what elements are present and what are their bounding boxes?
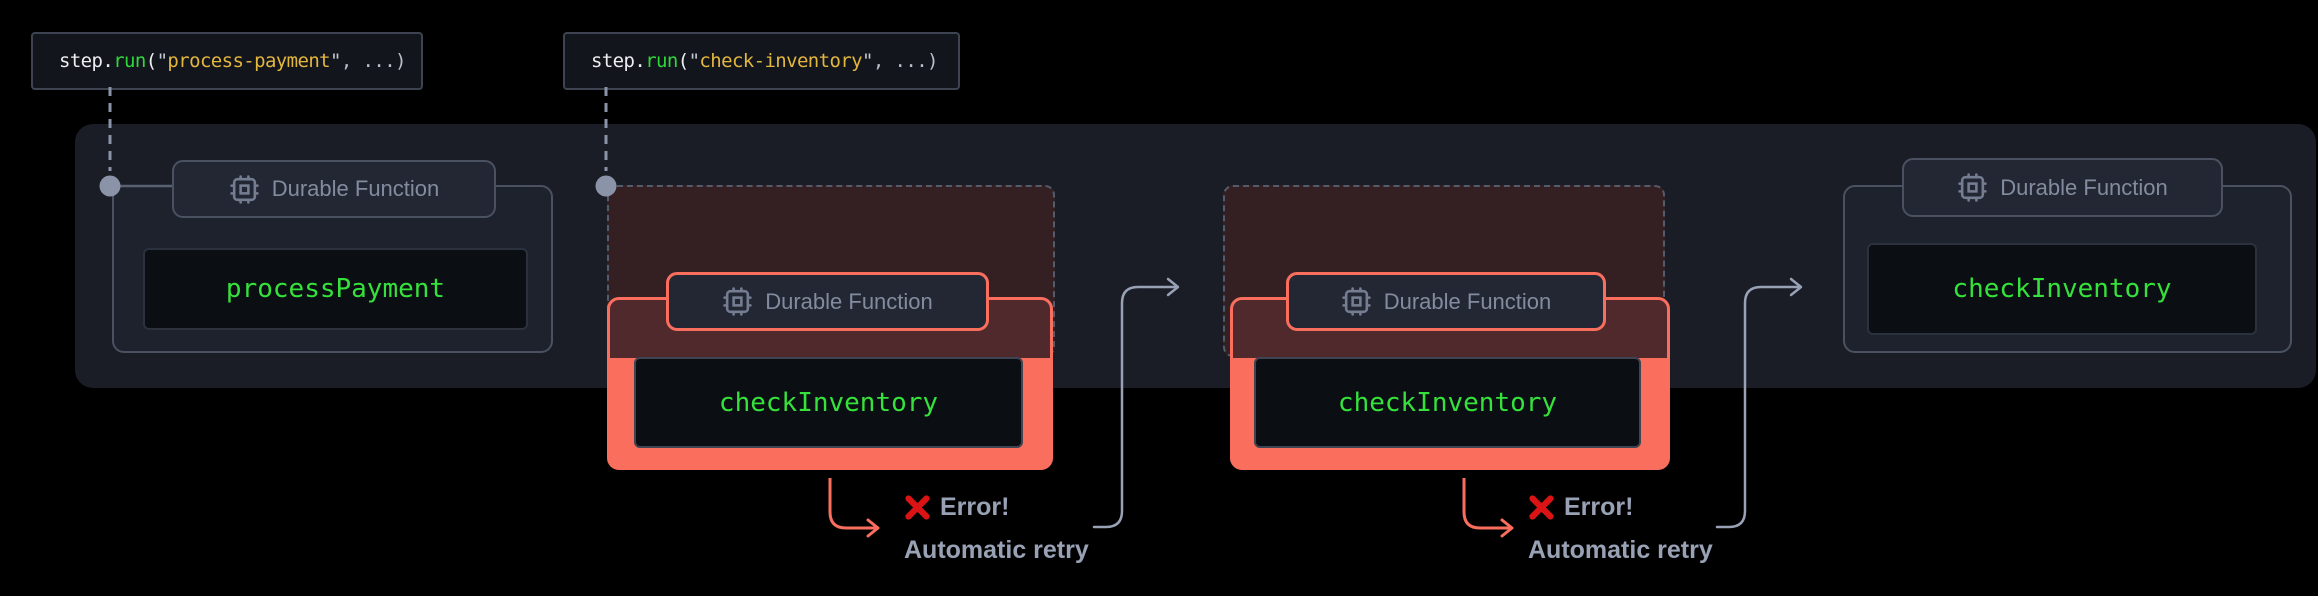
cpu-chip-icon: [1342, 287, 1371, 316]
retry-arrow: [1092, 277, 1180, 529]
badge-label: Durable Function: [765, 288, 933, 314]
badge-label: Durable Function: [1383, 288, 1552, 314]
error-row: Error!: [1528, 492, 1808, 522]
function-name: checkInventory: [1952, 274, 2172, 304]
x-mark-icon: [1529, 494, 1554, 520]
x-mark-icon: [905, 494, 930, 520]
code-token: run: [645, 50, 678, 72]
connector-dot: [595, 175, 617, 197]
durable-function-badge-failed: Durable Function: [666, 272, 989, 331]
code-token: (: [677, 50, 689, 72]
step-run-label-process-payment: step.run("process-payment", ...): [31, 32, 423, 90]
code-token: .: [102, 50, 114, 72]
step-run-label-check-inventory: step.run("check-inventory", ...): [563, 32, 960, 90]
error-arrow: [828, 478, 880, 538]
retry-arrow: [1715, 277, 1803, 529]
cpu-chip-icon: [230, 174, 259, 204]
code-token: , ...): [340, 50, 407, 72]
error-annotation: Error! Automatic retry: [904, 492, 1184, 565]
code-token: (: [145, 50, 157, 72]
cpu-chip-icon: [723, 287, 752, 316]
code-token: check-inventory: [699, 50, 863, 72]
code-token: ": [688, 50, 700, 72]
function-name-code: processPayment: [143, 248, 528, 330]
code-token: ": [330, 50, 341, 72]
function-name-code: checkInventory: [1254, 357, 1641, 448]
badge-label: Durable Function: [2000, 174, 2168, 200]
cpu-chip-icon: [1958, 173, 1987, 202]
leader-line-check-inventory: [595, 87, 617, 197]
leader-line-process-payment: [99, 87, 176, 197]
error-arrow: [1462, 478, 1514, 538]
code-token: process-payment: [167, 50, 331, 72]
function-name: checkInventory: [1337, 387, 1558, 418]
code-token: run: [113, 50, 146, 72]
code-token: .: [634, 50, 646, 72]
error-label: Error!: [1564, 492, 1634, 521]
code-token: ": [156, 50, 168, 72]
badge-label: Durable Function: [271, 176, 440, 201]
error-row: Error!: [904, 492, 1184, 522]
error-label: Error!: [940, 492, 1010, 521]
durable-function-badge: Durable Function: [1902, 158, 2223, 217]
code-token: ": [862, 50, 873, 72]
retry-label: Automatic retry: [904, 536, 1089, 564]
durable-function-badge-failed: Durable Function: [1286, 272, 1606, 331]
durable-function-badge: Durable Function: [172, 160, 496, 218]
code-token: , ...): [872, 50, 939, 72]
connector-dot: [99, 175, 121, 197]
code-token: step: [59, 50, 103, 72]
function-name: processPayment: [225, 274, 446, 304]
function-name-code: checkInventory: [1867, 243, 2257, 335]
function-name-code: checkInventory: [634, 357, 1023, 448]
function-name: checkInventory: [718, 387, 939, 418]
retry-label: Automatic retry: [1528, 536, 1713, 564]
code-token: step: [591, 50, 635, 72]
error-annotation: Error! Automatic retry: [1528, 492, 1808, 565]
